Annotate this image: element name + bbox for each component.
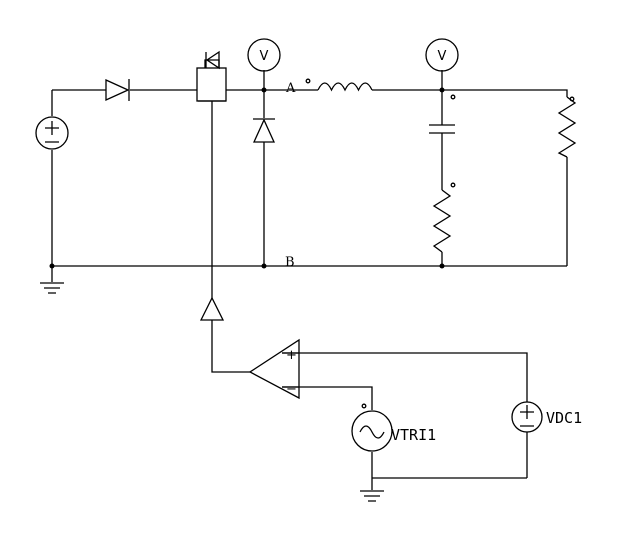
igbt-switch-symbol [197, 52, 226, 109]
ground-symbol-control [360, 491, 384, 501]
voltmeter-right-label: V [438, 49, 447, 64]
dc-source-left-symbol [36, 117, 68, 149]
comparator-symbol: + − [250, 340, 299, 398]
inductor-symbol [318, 83, 372, 90]
node-b-label: B [285, 255, 295, 270]
resistor-load-symbol [559, 97, 575, 157]
comparator-plus-label: + [286, 348, 297, 363]
voltmeter-left: V [248, 39, 280, 71]
series-diode-symbol [106, 79, 129, 101]
vdc-source-symbol [512, 402, 542, 432]
voltmeter-left-label: V [260, 49, 269, 64]
node-a-label: A [285, 81, 296, 96]
ground-symbol-main [40, 266, 64, 293]
comparator-minus-label: − [286, 382, 297, 397]
wires [52, 70, 567, 490]
vtri-source-symbol [352, 411, 392, 451]
freewheel-diode-symbol [253, 119, 275, 142]
terminal-markers [306, 79, 574, 408]
voltmeter-right: V [426, 39, 458, 71]
resistor-series-symbol [434, 190, 450, 252]
gate-buffer-symbol [201, 298, 223, 320]
capacitor-symbol [429, 125, 455, 133]
junction-dots [50, 88, 445, 269]
vtri-label: VTRI1 [391, 426, 436, 444]
vdc-label: VDC1 [546, 409, 582, 427]
